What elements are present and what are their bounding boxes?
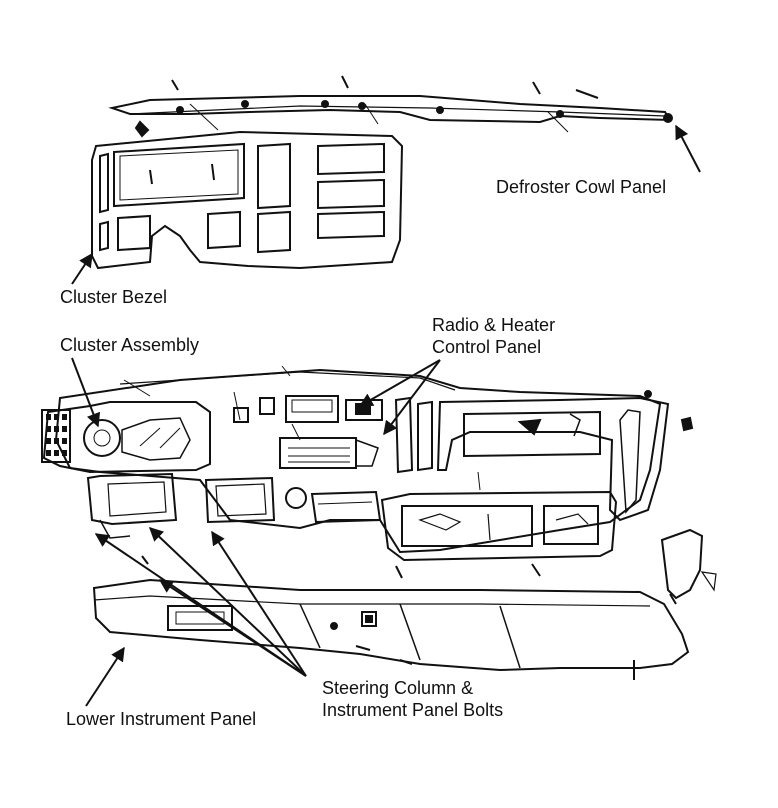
steering-column-bolts-label: Steering Column & Instrument Panel Bolts <box>322 677 503 721</box>
steering-label-line2: Instrument Panel Bolts <box>322 700 504 720</box>
callout-arrows <box>71 124 701 707</box>
radio-heater-label-line2: Control Panel <box>432 337 542 357</box>
cluster-bezel <box>91 130 404 270</box>
radio-heater-label-line1: Radio & Heater <box>432 315 556 335</box>
cowl-screws <box>171 75 599 133</box>
radio-heater-control-panel-label: Radio & Heater Control Panel <box>432 314 555 358</box>
cluster-bezel-label: Cluster Bezel <box>60 287 168 307</box>
lower-panel-screws <box>141 555 677 680</box>
right-dash-section <box>436 390 694 522</box>
panel-screw-leaders <box>123 365 481 491</box>
steering-label-line1: Steering Column & <box>322 678 474 698</box>
lower-instrument-panel-label: Lower Instrument Panel <box>66 709 257 729</box>
defroster-cowl-panel-label: Defroster Cowl Panel <box>496 177 667 197</box>
lower-instrument-panel <box>92 578 690 672</box>
defroster-cowl-panel <box>108 95 673 138</box>
lower-vent-modules <box>86 472 717 600</box>
cluster-assembly-label: Cluster Assembly <box>60 335 200 355</box>
instrument-panel-body <box>41 368 662 554</box>
